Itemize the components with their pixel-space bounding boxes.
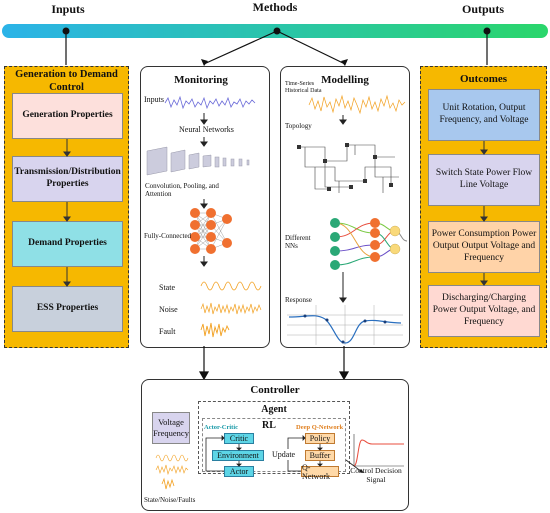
different-nns-graphic (330, 218, 408, 270)
neural-networks-label: Neural Networks (179, 125, 234, 134)
time-series-waveform (308, 94, 406, 115)
timeline-bar (2, 24, 548, 66)
voltage-frequency-box: Voltage Frequency (152, 412, 190, 444)
monitoring-title: Monitoring (174, 74, 228, 86)
topology-graphic (297, 143, 399, 193)
dqn-label: Deep Q-Network (296, 424, 344, 431)
critic-box: Critic (224, 433, 254, 444)
monitoring-panel: Monitoring Inputs Neural Networks Convol… (140, 66, 270, 348)
update-label: Update (272, 450, 296, 459)
controller-panel: Controller Agent RL Actor-Critic Deep Q-… (141, 379, 409, 511)
different-nns-label: Different NNs (285, 234, 311, 250)
fault-waveform (200, 322, 230, 338)
monitoring-inputs-label: Inputs (144, 95, 164, 104)
transmission-properties-box: Transmission/Distribution Properties (12, 156, 123, 202)
actor-critic-label: Actor-Critic (204, 424, 239, 431)
control-signal-label: Control Decision Signal (350, 466, 402, 484)
response-label: Response (285, 296, 312, 304)
time-series-label: Time-Series Historical Data (285, 81, 322, 94)
left-arrows (63, 139, 71, 287)
ess-properties-box: ESS Properties (12, 286, 123, 332)
rl-box (202, 418, 346, 472)
convolution-label: Convolution, Pooling, and Attention (145, 182, 219, 198)
generation-panel-title: Generation to Demand Control (15, 69, 118, 93)
outcomes-arrows (480, 141, 488, 286)
inputs-header: Inputs (51, 2, 85, 16)
agent-box (198, 401, 350, 474)
discharging-charging-box: Discharging/Charging Power Output Voltag… (428, 285, 540, 337)
modelling-title: Modelling (321, 74, 369, 86)
noise-waveform (200, 302, 262, 315)
switch-state-box: Switch State Power Flow Line Voltage (428, 154, 540, 206)
fault-label: Fault (159, 327, 176, 336)
state-waveform (200, 281, 262, 291)
outcomes-panel: Outcomes Unit Rotation, Output Frequency… (420, 66, 547, 348)
state-noise-faults-label: State/Noise/Faults (144, 496, 196, 504)
policy-box: Policy (305, 433, 335, 444)
demand-properties-box: Demand Properties (12, 221, 123, 267)
modelling-arrow (339, 115, 347, 303)
topology-label: Topology (285, 122, 312, 130)
methods-header: Methods (252, 0, 298, 14)
generation-properties-box: Generation Properties (12, 93, 123, 139)
state-label: State (159, 283, 175, 292)
outputs-header: Outputs (461, 2, 505, 16)
unit-rotation-box: Unit Rotation, Output Frequency, and Vol… (428, 89, 540, 141)
monitoring-arrows (200, 113, 208, 267)
output-arrow (345, 459, 364, 473)
fully-connected-graphic (190, 208, 232, 254)
environment-box: Environment (212, 450, 264, 461)
control-signal-chart (353, 434, 404, 467)
rl-label: RL (262, 420, 276, 431)
cnn-layers-graphic (146, 146, 250, 176)
noise-label: Noise (159, 305, 178, 314)
response-graph (287, 305, 403, 345)
fully-connected-label: Fully-Connected (144, 232, 192, 240)
modelling-panel: Modelling Time-Series Historical Data To… (280, 66, 410, 348)
input-waveform (164, 95, 256, 110)
outcomes-title: Outcomes (459, 73, 508, 85)
controller-title: Controller (250, 384, 300, 396)
generation-panel: Generation to Demand Control Generation … (4, 66, 129, 348)
input-signals-graphic (155, 454, 189, 490)
agent-arrows (205, 435, 323, 472)
agent-title: Agent (261, 404, 287, 415)
